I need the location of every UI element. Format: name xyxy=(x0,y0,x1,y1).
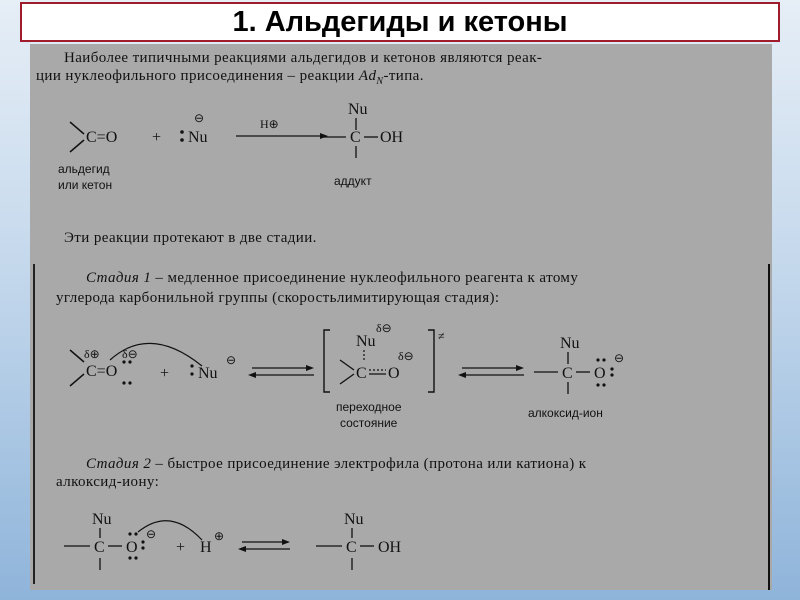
page-rule-right xyxy=(768,264,770,590)
stage1-carbonyl: C=O xyxy=(86,363,117,380)
ts-nu: Nu xyxy=(356,333,376,350)
stage2-plus: + xyxy=(176,539,185,556)
stage2-c: C xyxy=(94,539,105,556)
stage2-product-c: C xyxy=(346,539,357,556)
label-reactant-1: альдегид xyxy=(58,162,110,176)
stage1-plus: + xyxy=(160,365,169,382)
main-plus: + xyxy=(152,129,161,146)
stages-text: Эти реакции протекают в две стадии. xyxy=(64,230,317,246)
page-rule-left xyxy=(33,264,35,584)
stage1-line-1: Стадия 1 – медленное присоединение нукле… xyxy=(86,270,579,286)
ts-delta-minus-1: δ⊖ xyxy=(376,321,392,335)
intro-line-2: ции нуклеофильного присоединения – реакц… xyxy=(36,68,424,87)
alkoxide-c: C xyxy=(562,365,573,382)
stage1-line-2: углерода карбонильной группы (скоростьли… xyxy=(56,290,500,306)
title-banner: 1. Альдегиды и кетоны xyxy=(20,2,780,42)
main-catalyst: H⊕ xyxy=(260,117,279,131)
main-nu-charge: ⊖ xyxy=(194,111,204,125)
main-carbonyl: C=O xyxy=(86,129,117,146)
ts-symbol: ≠ xyxy=(438,329,445,343)
label-alkoxide: алкоксид-ион xyxy=(528,406,603,420)
label-ts-1: переходное xyxy=(336,400,402,414)
main-product-oh: OH xyxy=(380,129,404,146)
main-product-nu: Nu xyxy=(348,101,368,118)
stage2-h-charge: ⊕ xyxy=(214,529,224,543)
stage1-delta-minus: δ⊖ xyxy=(122,347,138,361)
intro-line-1: Наиболее типичными реакциями альдегидов … xyxy=(64,50,543,66)
label-ts-2: состояние xyxy=(340,416,398,430)
stage2-line-2: алкоксид-иону: xyxy=(56,474,160,490)
label-reactant-2: или кетон xyxy=(58,178,113,192)
stage1-reaction: δ⊕ δ⊖ C=O + Nu ⊖ ≠ δ⊖ Nu C xyxy=(69,321,624,394)
label-product: аддукт xyxy=(334,174,372,188)
alkoxide-o: O xyxy=(594,365,606,382)
stage1-nu: Nu xyxy=(198,365,218,382)
stage1-delta-plus: δ⊕ xyxy=(84,347,100,361)
stage2-line-1: Стадия 2 – быстрое присоединение электро… xyxy=(86,456,587,472)
scanned-page: Наиболее типичными реакциями альдегидов … xyxy=(30,44,772,590)
page-title: 1. Альдегиды и кетоны xyxy=(232,6,568,38)
stage2-o: O xyxy=(126,539,138,556)
stage2-o-charge: ⊖ xyxy=(146,527,156,541)
main-reaction: C=O + Nu ⊖ H⊕ Nu C OH xyxy=(69,101,404,158)
alkoxide-charge: ⊖ xyxy=(614,351,624,365)
stage2-reaction: Nu C O ⊖ + H ⊕ Nu C OH xyxy=(64,511,402,570)
ts-c: C xyxy=(356,365,367,382)
stage2-nu: Nu xyxy=(92,511,112,528)
main-product-c: C xyxy=(350,129,361,146)
stage2-product-nu: Nu xyxy=(344,511,364,528)
reaction-schemes: C=O + Nu ⊖ H⊕ Nu C OH δ⊕ δ⊖ C=O xyxy=(64,101,624,570)
stage2-product-oh: OH xyxy=(378,539,402,556)
ts-o: O xyxy=(388,365,400,382)
ts-delta-minus-2: δ⊖ xyxy=(398,349,414,363)
alkoxide-nu: Nu xyxy=(560,335,580,352)
stage1-nu-charge: ⊖ xyxy=(226,353,236,367)
stage2-h: H xyxy=(200,539,212,556)
main-nu: Nu xyxy=(188,129,208,146)
